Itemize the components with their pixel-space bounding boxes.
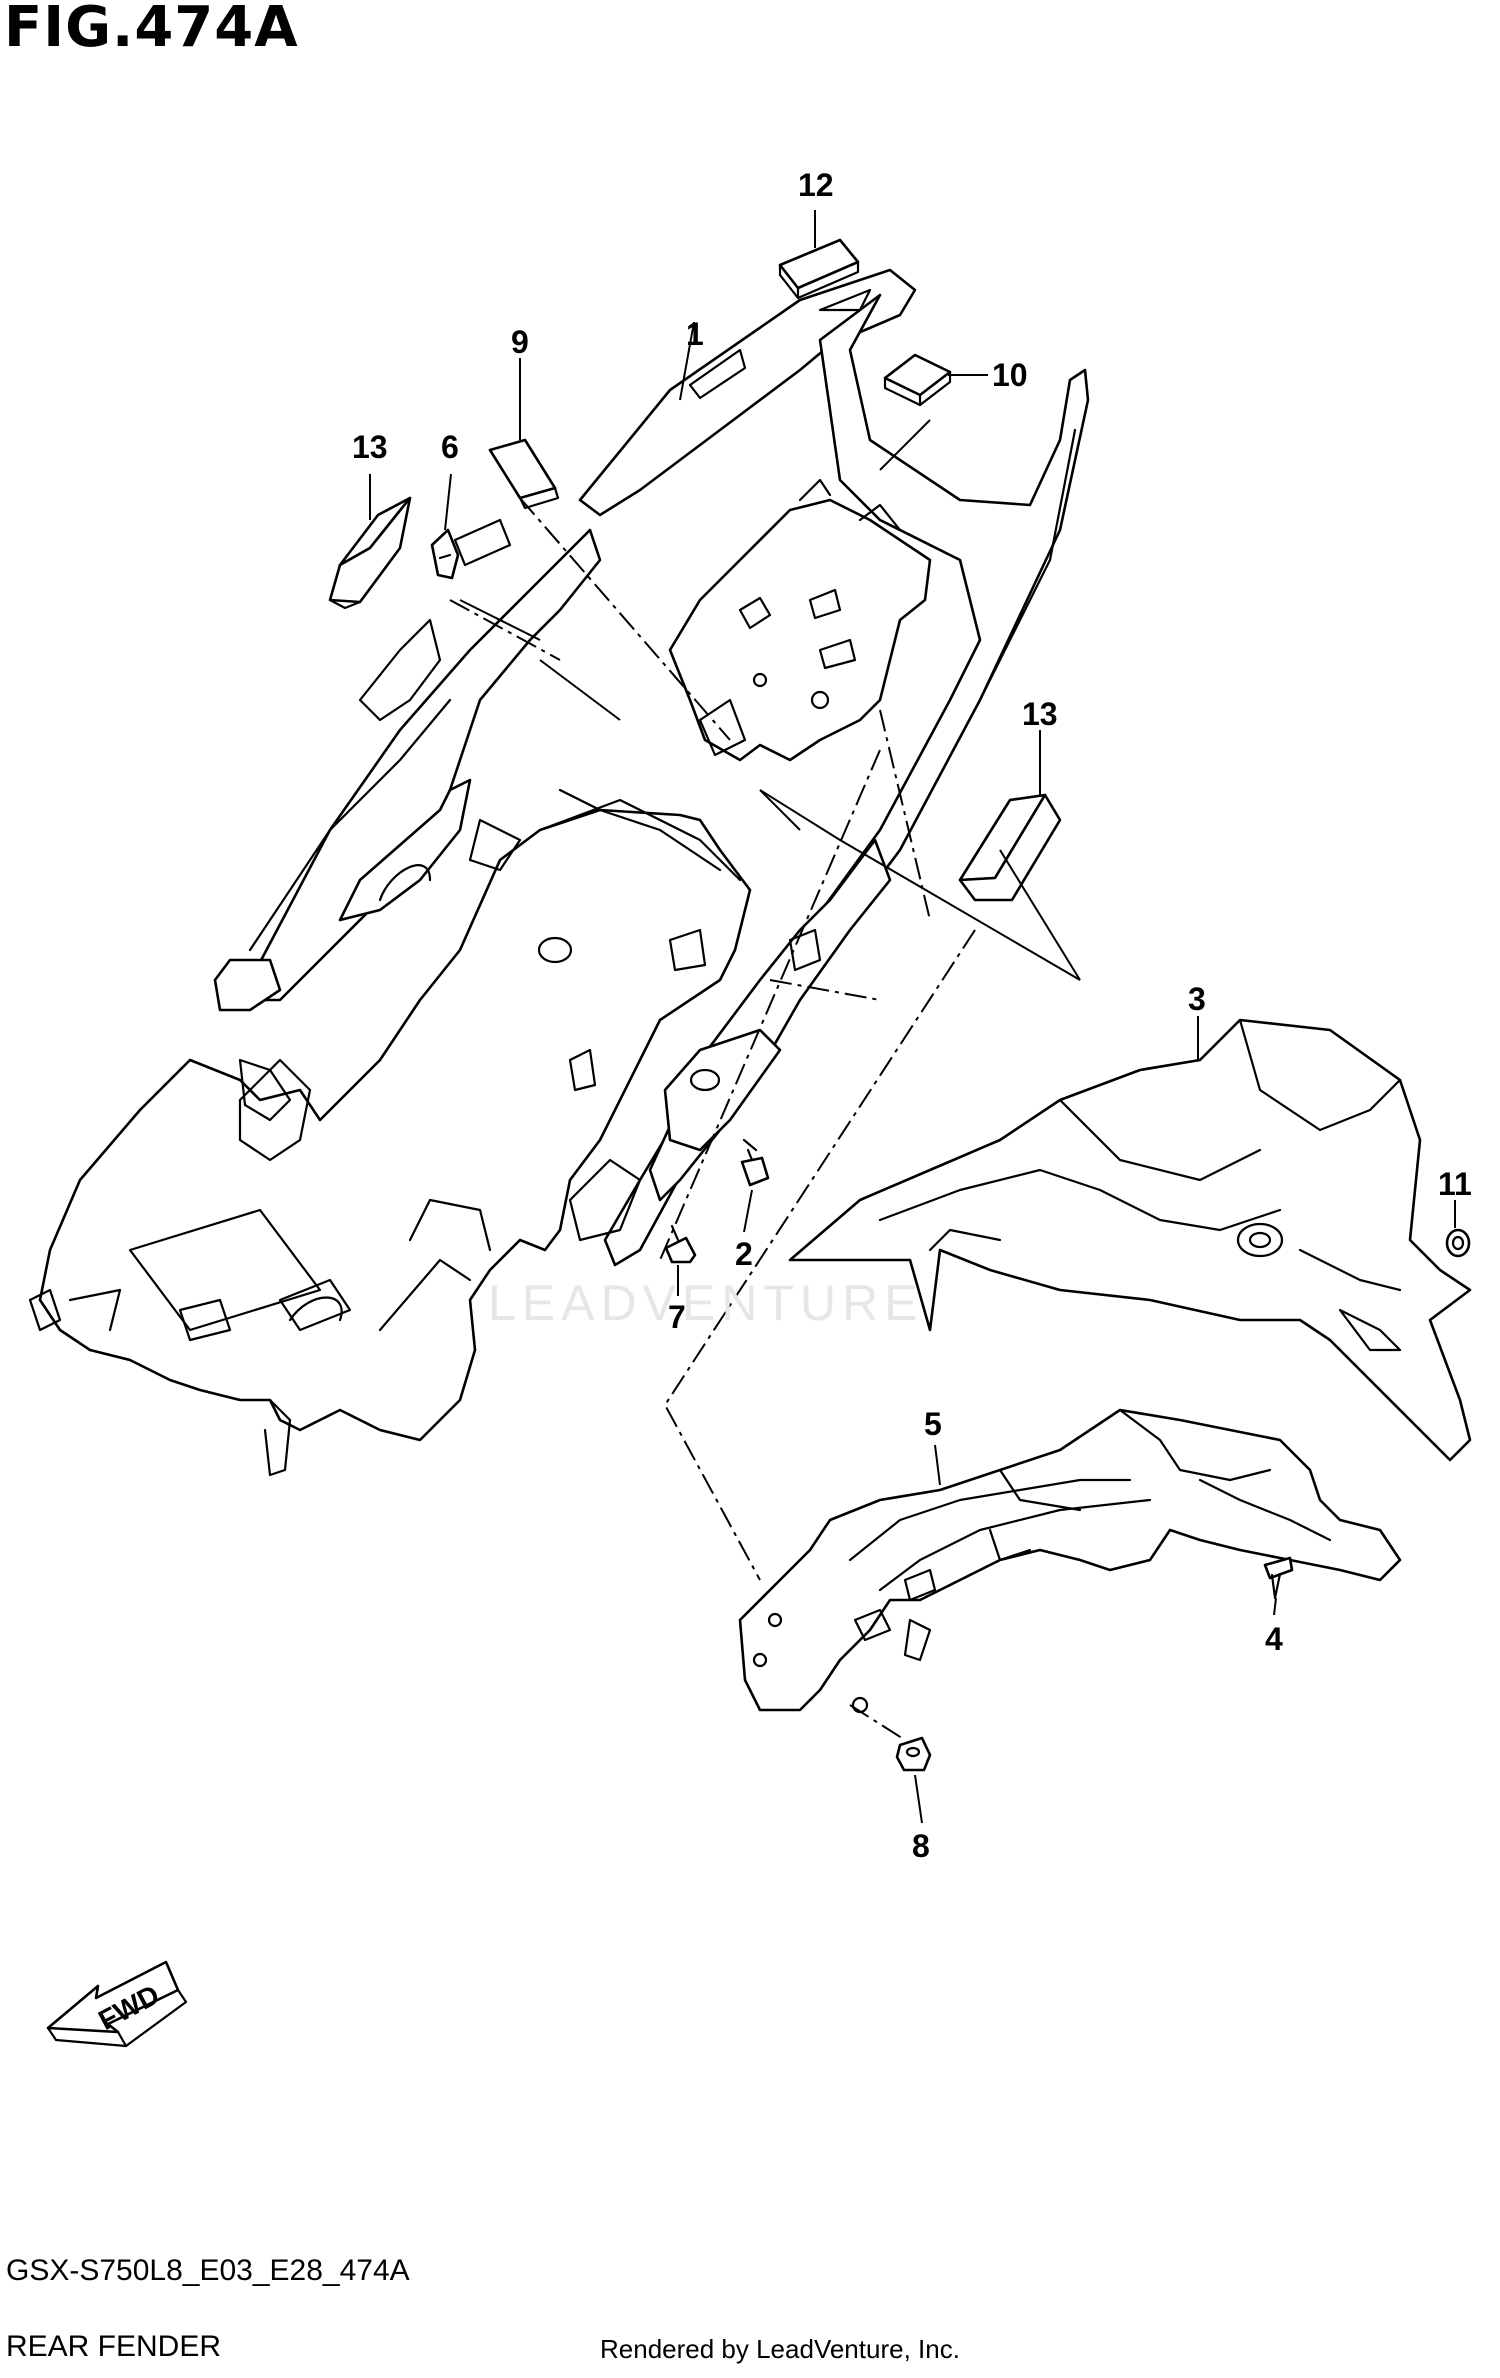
seat-cowl-part-1 [578,268,1090,1267]
callout-11: 11 [1438,1166,1472,1202]
license-bracket-part-5 [738,1408,1402,1714]
figure-title: FIG.474A [4,0,299,60]
callout-5: 5 [924,1406,942,1442]
cushion-part-12 [778,238,860,300]
callout-3: 3 [1188,981,1206,1017]
bolt-part-2 [740,1138,770,1187]
diagram-code: GSX-S750L8_E03_E28_474A [6,2254,410,2287]
callout-7: 7 [668,1299,686,1335]
callout-8: 8 [912,1828,930,1864]
callout-labels: 12 1 10 9 13 6 13 3 11 2 7 5 4 8 [352,167,1472,1864]
callout-1: 1 [686,316,704,352]
callout-4: 4 [1265,1621,1283,1657]
callout-6: 6 [441,429,459,465]
guide-lines [459,419,1081,981]
fwd-arrow: FWD [46,1960,188,2048]
seat-lock-bracket [668,478,932,762]
cushion-part-9 [488,438,560,510]
leader-lines [369,210,1456,1824]
clip-nut-part-6 [430,528,460,580]
watermark: LEADVENTURE [488,1275,924,1331]
callout-12: 12 [798,167,834,203]
rear-fender-part-3 [788,1018,1472,1462]
callout-13-right: 13 [1022,696,1058,732]
foam-block-part-13-left [328,496,412,610]
screw-part-4 [1263,1556,1294,1600]
callout-9: 9 [511,324,529,360]
rendered-by-credit: Rendered by LeadVenture, Inc. [600,2334,960,2364]
rivet-part-7 [664,1224,697,1264]
callout-2: 2 [735,1236,753,1272]
grommet-part-11 [1445,1228,1471,1258]
diagram-subtitle: REAR FENDER [6,2330,222,2363]
foam-block-part-13-right [958,793,1062,902]
grommet-part-8 [895,1736,932,1772]
callout-10: 10 [992,357,1028,393]
assembly-lines [449,497,976,1741]
rear-fender-main-body [28,518,752,1477]
cushion-part-10 [883,353,952,407]
rear-fender-side-rail [648,838,892,1202]
callout-13-left: 13 [352,429,388,465]
